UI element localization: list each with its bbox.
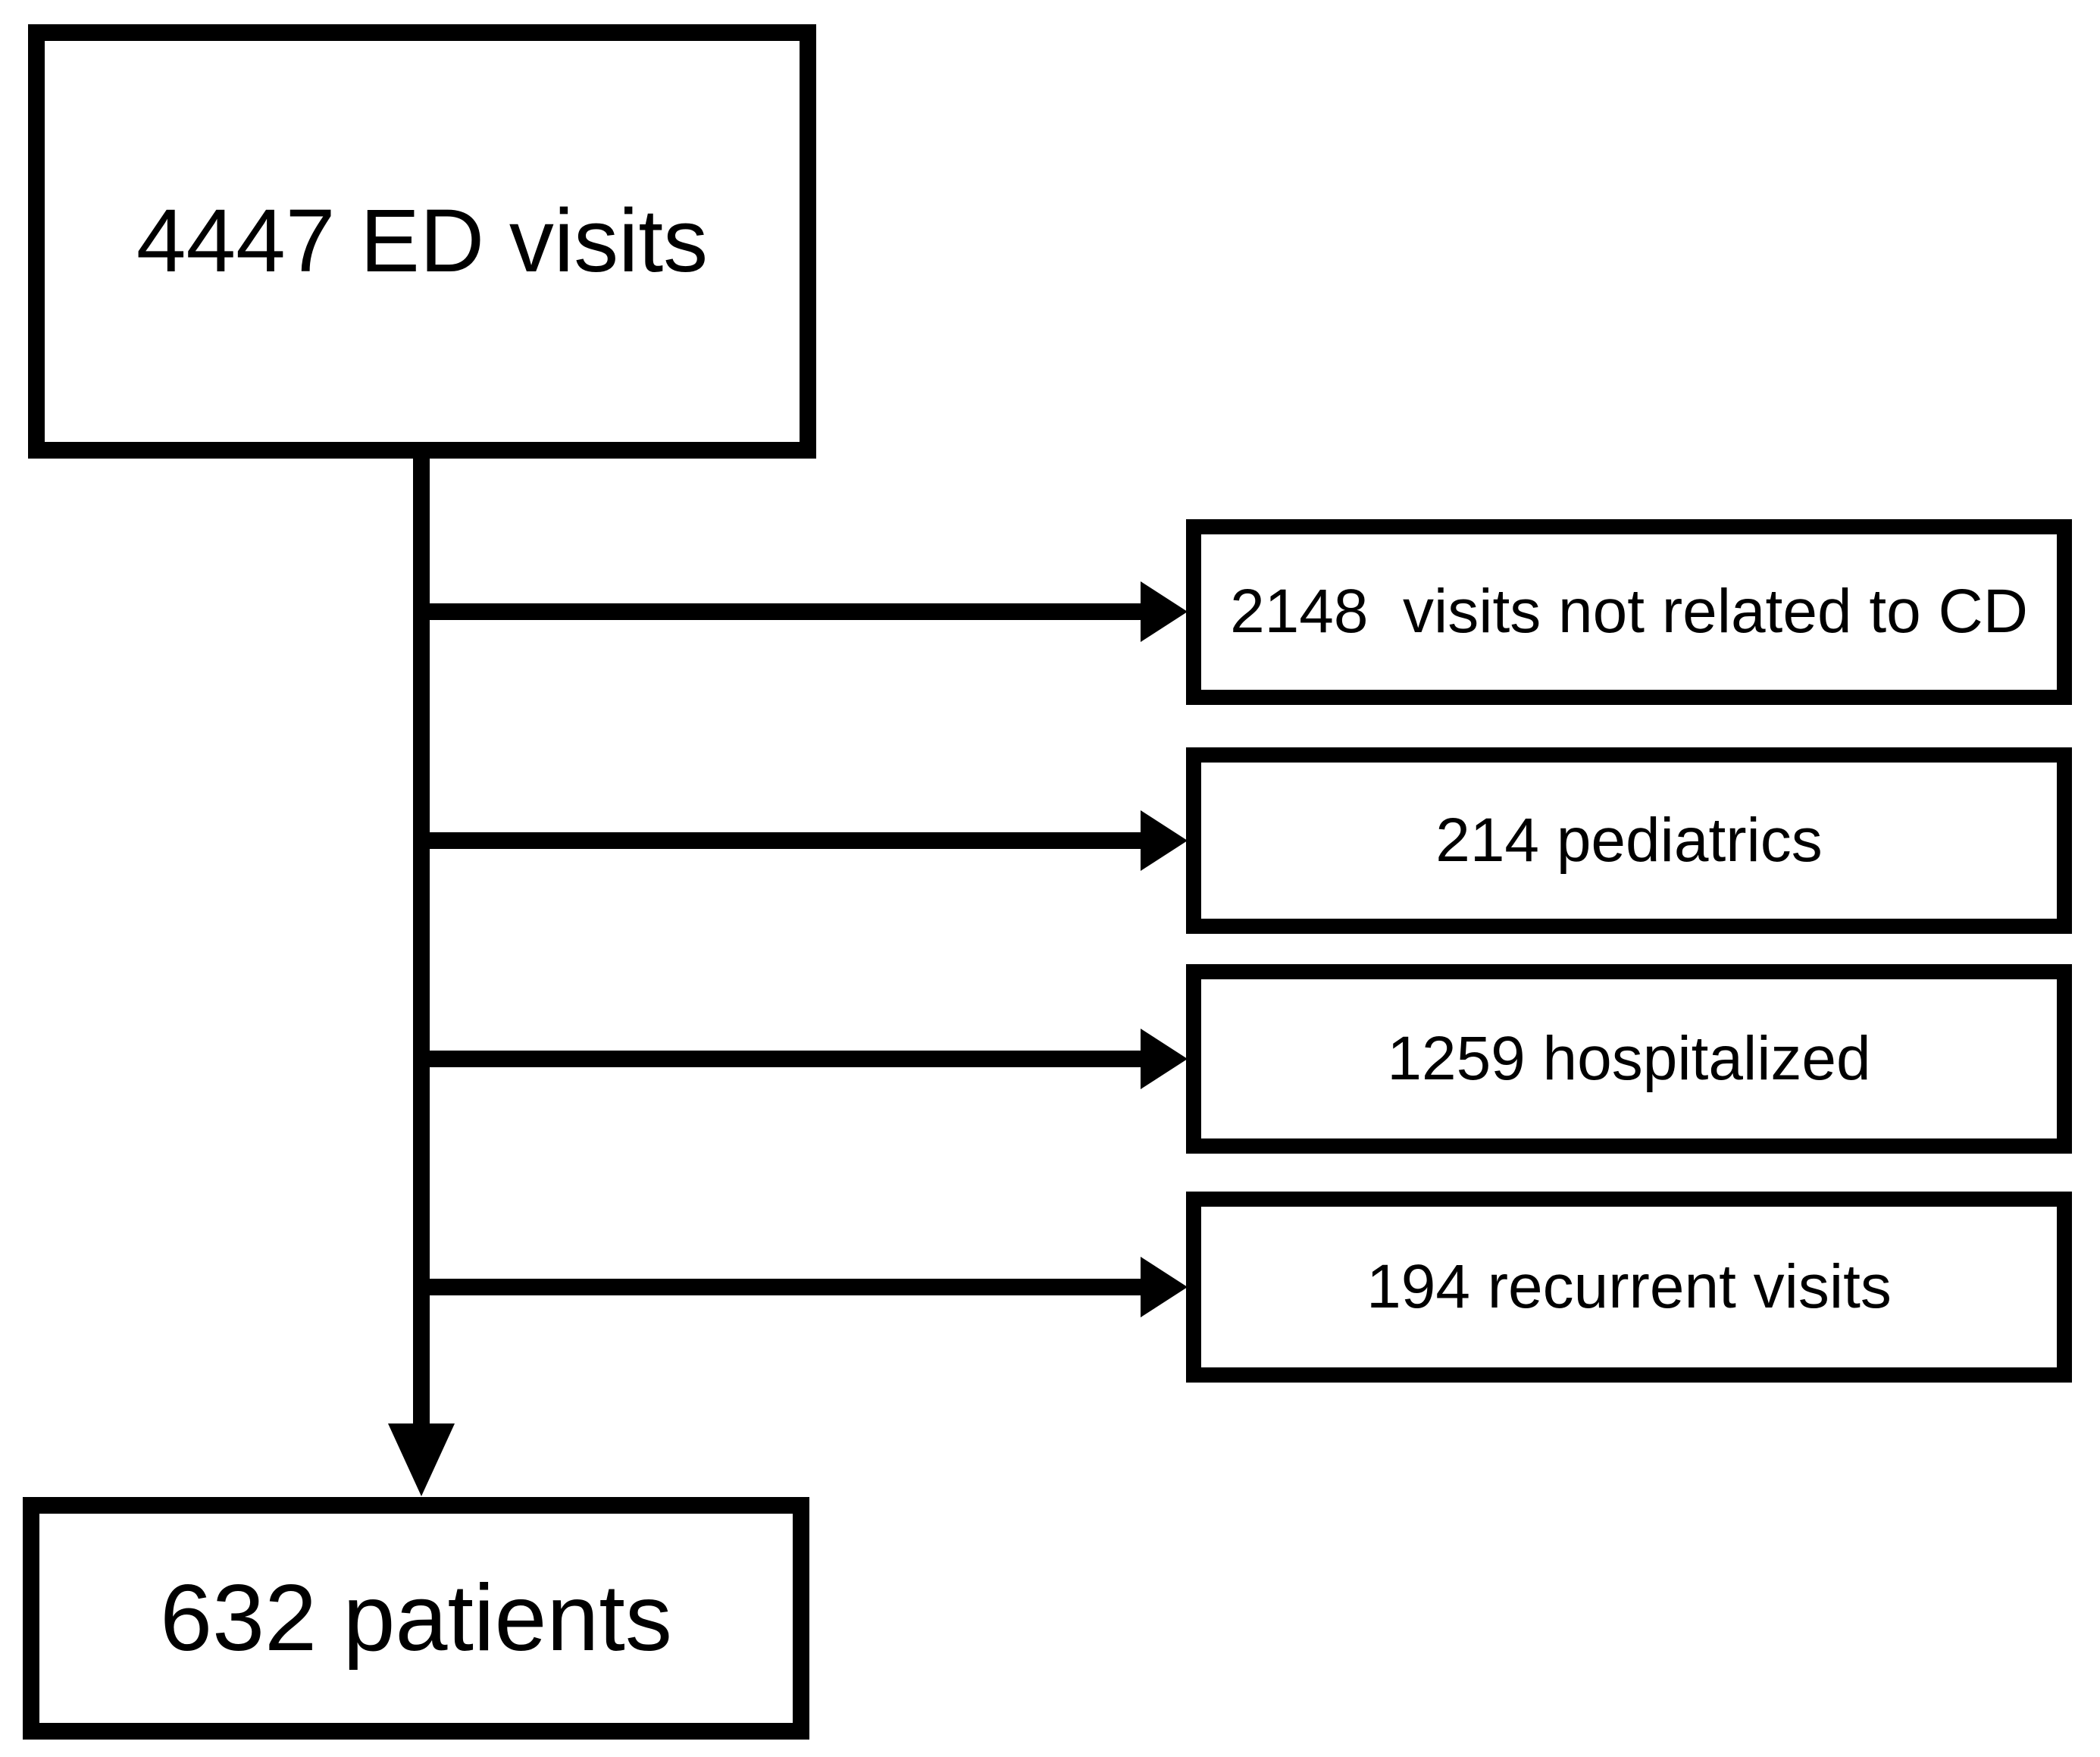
- right-arrowhead-icon: [1141, 810, 1188, 871]
- box-patients: 632 patients: [23, 1497, 809, 1740]
- box-hospitalized-label: 1259 hospitalized: [1387, 1023, 1871, 1093]
- right-arrowhead-icon: [1141, 581, 1188, 642]
- box-pediatrics: 214 pediatrics: [1186, 747, 2072, 934]
- arrow-line-to-recurrent-visits: [413, 1279, 1142, 1295]
- box-recurrent-visits: 194 recurrent visits: [1186, 1192, 2072, 1383]
- box-ed-visits-label: 4447 ED visits: [136, 190, 709, 291]
- box-pediatrics-label: 214 pediatrics: [1435, 805, 1823, 875]
- arrow-line-to-pediatrics: [413, 832, 1142, 849]
- main-flow-line: [413, 458, 430, 1428]
- box-hospitalized: 1259 hospitalized: [1186, 964, 2072, 1154]
- box-visits-not-related-to-cd: 2148 visits not related to CD: [1186, 519, 2072, 705]
- down-arrowhead-icon: [388, 1423, 455, 1496]
- right-arrowhead-icon: [1141, 1257, 1188, 1317]
- box-visits-not-related-to-cd-label: 2148 visits not related to CD: [1230, 577, 2028, 647]
- box-patients-label: 632 patients: [160, 1565, 672, 1671]
- right-arrowhead-icon: [1141, 1029, 1188, 1089]
- arrow-line-to-not-related: [413, 603, 1142, 620]
- arrow-line-to-hospitalized: [413, 1051, 1142, 1067]
- box-ed-visits: 4447 ED visits: [28, 24, 816, 459]
- box-recurrent-visits-label: 194 recurrent visits: [1366, 1251, 1892, 1321]
